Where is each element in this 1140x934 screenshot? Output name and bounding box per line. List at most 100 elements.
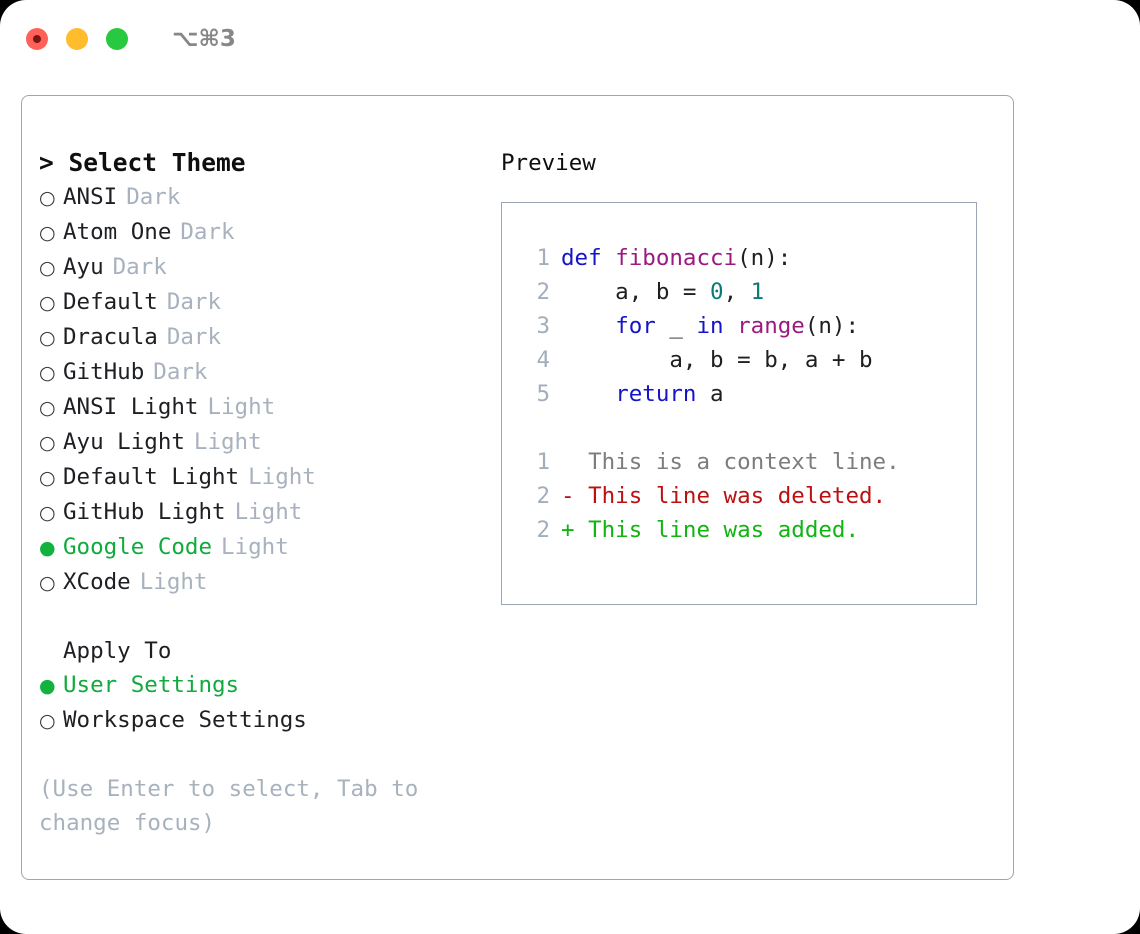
theme-option-label: ANSI	[63, 184, 118, 210]
code-line-number: 2	[536, 279, 550, 305]
code-token-plain: a, b =	[561, 279, 711, 305]
code-token-plain: ,	[723, 279, 751, 305]
theme-option-label: Dracula	[63, 324, 158, 350]
theme-option-row[interactable]: ○ Default Light Light	[39, 460, 479, 495]
theme-variant-tag: Light	[221, 534, 289, 560]
code-line-text: return a	[561, 377, 724, 411]
theme-variant-tag: Light	[139, 569, 208, 595]
minimize-window-button[interactable]	[66, 28, 88, 50]
theme-option-row[interactable]: ○ XCode Light	[39, 565, 479, 600]
theme-variant-tag: Dark	[166, 289, 222, 315]
window-controls	[26, 28, 128, 50]
theme-option-row[interactable]: ○ ANSI Dark	[39, 180, 479, 215]
radio-unselected-icon[interactable]: ○	[39, 327, 56, 349]
theme-variant-tag: Light	[207, 394, 276, 420]
apply-to-option-row[interactable]: ○ Workspace Settings	[39, 703, 479, 738]
code-token-plain: a, b = b, a + b	[561, 347, 873, 373]
code-token-kw: in	[696, 313, 724, 339]
radio-unselected-icon[interactable]: ○	[39, 187, 56, 209]
radio-unselected-icon[interactable]: ○	[39, 362, 56, 384]
theme-option-row[interactable]: ○ Ayu Light Light	[39, 425, 479, 460]
radio-selected-icon[interactable]: ●	[39, 537, 56, 559]
radio-unselected-icon[interactable]: ○	[39, 710, 56, 732]
apply-to-option-row[interactable]: ● User Settings	[39, 668, 479, 703]
theme-option-row[interactable]: ○ Default Dark	[39, 285, 479, 320]
code-token-kw: return	[615, 381, 697, 407]
code-line-text: a, b = 0, 1	[561, 275, 764, 309]
code-line-number: 5	[536, 381, 550, 407]
code-line: 2 a, b = 0, 1	[522, 275, 976, 309]
code-line: 4 a, b = b, a + b	[522, 343, 976, 377]
code-line-text: for _ in range(n):	[561, 309, 859, 343]
radio-unselected-icon[interactable]: ○	[39, 572, 56, 594]
code-token-plain: _	[655, 313, 697, 339]
theme-variant-tag: Dark	[166, 324, 222, 350]
theme-option-label: Google Code	[63, 534, 213, 560]
code-line-number: 1	[536, 245, 550, 271]
theme-option-label: XCode	[63, 569, 131, 595]
theme-option-label: GitHub Light	[63, 499, 226, 525]
code-token-plain	[561, 381, 615, 407]
apply-to-option-label: User Settings	[63, 672, 240, 698]
theme-option-label: Default	[63, 289, 158, 315]
theme-option-row[interactable]: ○ GitHub Light Light	[39, 495, 479, 530]
theme-option-row[interactable]: ○ Dracula Dark	[39, 320, 479, 355]
code-token-kw: def	[561, 245, 616, 271]
theme-variant-tag: Light	[193, 429, 262, 455]
code-token-plain: a	[696, 381, 724, 407]
theme-variant-tag: Dark	[112, 254, 167, 280]
code-line: 3 for _ in range(n):	[522, 309, 976, 343]
theme-variant-tag: Dark	[126, 184, 181, 210]
select-theme-header: > Select Theme	[39, 148, 246, 177]
diff-sample: 1 This is a context line. 2 - This line wa…	[522, 445, 976, 547]
code-token-plain: (n):	[804, 313, 860, 339]
theme-variant-tag: Light	[234, 499, 303, 525]
keyboard-shortcut-label: ⌥⌘3	[172, 26, 236, 52]
radio-unselected-icon[interactable]: ○	[39, 467, 56, 489]
code-token-plain	[561, 313, 615, 339]
radio-unselected-icon[interactable]: ○	[39, 502, 56, 524]
theme-option-label: Default Light	[63, 464, 240, 490]
theme-option-label: Atom One	[63, 219, 172, 245]
radio-unselected-icon[interactable]: ○	[39, 292, 56, 314]
radio-unselected-icon[interactable]: ○	[39, 432, 56, 454]
radio-selected-icon[interactable]: ●	[39, 675, 56, 697]
theme-variant-tag: Dark	[180, 219, 235, 245]
code-token-plain	[724, 313, 738, 339]
code-line-text: a, b = b, a + b	[561, 343, 873, 377]
apply-to-option-label: Workspace Settings	[63, 707, 307, 733]
apply-to-list: ● User Settings ○ Workspace Settings	[39, 668, 479, 738]
diff-line-number: 2	[536, 517, 550, 543]
apply-to-header: Apply To	[63, 638, 172, 664]
code-token-num: 1	[750, 279, 765, 305]
theme-option-row[interactable]: ○ Atom One Dark	[39, 215, 479, 250]
radio-unselected-icon[interactable]: ○	[39, 397, 56, 419]
code-token-fn: fibonacci	[615, 245, 738, 271]
diff-line-number: 1	[536, 449, 550, 475]
code-token-kw: for	[615, 313, 656, 339]
diff-line-number: 2	[536, 483, 550, 509]
code-token-fn: range	[737, 313, 805, 339]
diff-line-text-deleted: - This line was deleted.	[561, 483, 887, 509]
theme-option-label: Ayu Light	[63, 429, 185, 455]
radio-unselected-icon[interactable]: ○	[39, 257, 56, 279]
code-line: 5 return a	[522, 377, 976, 411]
theme-variant-tag: Light	[248, 464, 316, 490]
close-window-button[interactable]	[26, 28, 48, 50]
theme-option-row[interactable]: ● Google Code Light	[39, 530, 479, 565]
maximize-window-button[interactable]	[106, 28, 128, 50]
diff-line: 1 This is a context line.	[522, 445, 976, 479]
radio-unselected-icon[interactable]: ○	[39, 222, 56, 244]
preview-title: Preview	[501, 150, 596, 176]
theme-option-label: GitHub	[63, 359, 145, 385]
diff-line-text-added: + This line was added.	[561, 517, 860, 543]
